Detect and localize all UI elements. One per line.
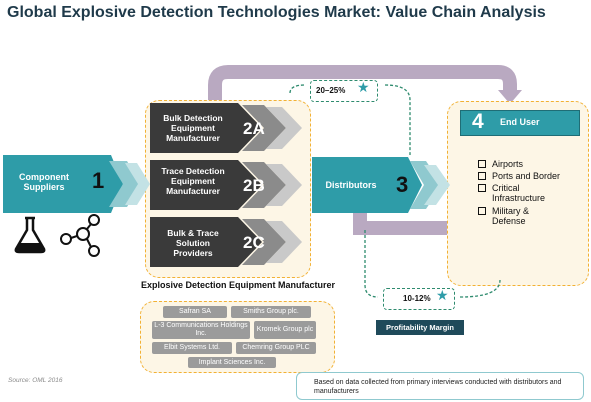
company-pill: Implant Sciences Inc. (188, 357, 276, 368)
manufacturer-2a-label: Bulk Detection Equipment Manufacturer (163, 113, 223, 143)
bottom-margin-value: 10-12% (403, 294, 431, 303)
manufacturer-chevrons (150, 103, 302, 267)
source-text: Source: OML 2016 (8, 377, 63, 384)
end-user-item: Airports (478, 159, 523, 169)
end-user-header (460, 110, 580, 136)
company-pill: Chemring Group PLC (236, 342, 316, 354)
distributors-label: Distributors (325, 180, 377, 190)
checkbox-icon (478, 206, 486, 215)
end-user-item: Military & Defense (478, 206, 568, 226)
top-margin-badge (310, 80, 378, 102)
chevron-2a (150, 103, 302, 153)
company-pill: Kromek Group plc (254, 321, 316, 339)
flask-icon (14, 216, 46, 254)
distributors-arrow (312, 157, 450, 213)
profitability-margin-label: Profitability Margin (376, 320, 464, 335)
company-pill: Smiths Group plc. (231, 306, 311, 318)
bottom-margin-badge (383, 288, 455, 310)
page-title: Global Explosive Detection Technologies … (7, 4, 546, 21)
end-user-item: Ports and Border (478, 171, 560, 181)
company-pill: L-3 Communications Holdings Inc. (152, 321, 250, 339)
checkbox-icon (478, 159, 486, 168)
company-pill: Safran SA (163, 306, 227, 318)
manufacturer-caption: Explosive Detection Equipment Manufactur… (140, 280, 336, 290)
top-flow-arrowhead (498, 90, 522, 104)
note-box (296, 372, 584, 400)
company-pill: Elbit Systems Ltd. (152, 342, 232, 354)
checkbox-icon (478, 183, 486, 192)
molecule-icon (60, 214, 100, 257)
top-flow-arrow (208, 65, 517, 102)
component-suppliers-label: Component Suppliers (19, 172, 69, 192)
star-icon: ★ (357, 79, 370, 95)
manufacturer-2c-number: 2C (243, 233, 265, 252)
end-user-label: End User (500, 117, 540, 127)
chevron-2b (150, 160, 302, 210)
checkbox-icon (478, 171, 486, 180)
manufacturer-2c-label: Bulk & Trace Solution Providers (167, 228, 219, 258)
manufacturer-2a-number: 2A (243, 119, 265, 138)
manufacturer-2b-number: 2B (243, 176, 265, 195)
chevron-2c (150, 217, 302, 267)
star-icon: ★ (436, 287, 449, 303)
component-suppliers-arrow (3, 155, 150, 213)
top-margin-value: 20–25% (316, 86, 346, 95)
component-suppliers-number: 1 (92, 168, 105, 193)
end-user-number: 4 (472, 110, 484, 133)
manufacturer-2b-label: Trace Detection Equipment Manufacturer (161, 166, 225, 196)
note-text: Based on data collected from primary int… (314, 379, 562, 395)
end-user-item: Critical Infrastructure (478, 183, 568, 203)
distributors-number: 3 (396, 172, 409, 197)
